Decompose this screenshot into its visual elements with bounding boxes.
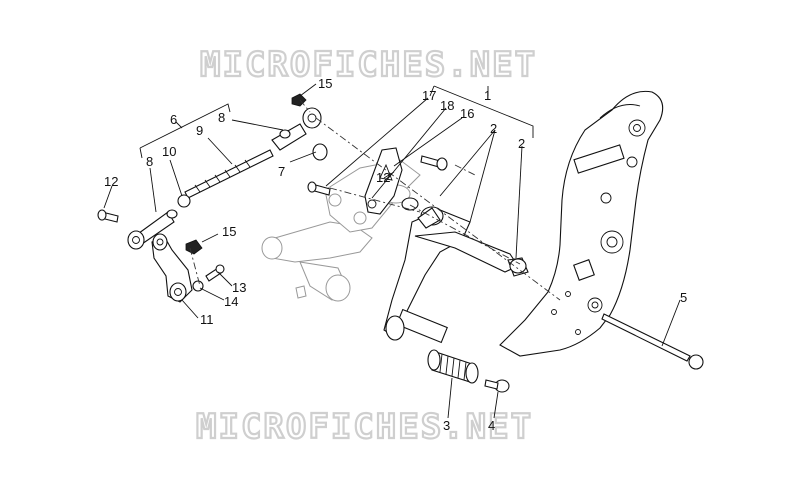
nuts-15 [185, 93, 307, 255]
callout-3: 3 [443, 418, 450, 433]
callout-2b: 2 [518, 136, 525, 151]
mount-bracket [307, 143, 448, 215]
callout-17: 17 [422, 88, 436, 103]
callout-14: 14 [224, 294, 238, 309]
callout-13: 13 [232, 280, 246, 295]
assembly-lines [189, 99, 561, 301]
callout-10: 10 [162, 144, 176, 159]
callout-12b: 12 [376, 170, 390, 185]
callout-8a: 8 [218, 110, 225, 125]
footrest-ghost [261, 221, 373, 302]
callout-5: 5 [680, 290, 687, 305]
pivot-bushings [401, 197, 529, 277]
frame-plate [499, 90, 664, 357]
callout-2a: 2 [490, 121, 497, 136]
leader-lines [103, 83, 681, 419]
linkage-rod [97, 107, 322, 250]
callout-12a: 12 [104, 174, 118, 189]
watermark-top: MICROFICHES.NET [200, 45, 537, 85]
callout-9: 9 [196, 123, 203, 138]
callout-15a: 15 [318, 76, 332, 91]
foot-peg-rubber [427, 349, 479, 384]
callout-11: 11 [200, 312, 214, 327]
callout-15b: 15 [222, 224, 236, 239]
callout-1: 1 [484, 88, 491, 103]
callout-18: 18 [440, 98, 454, 113]
callout-7: 7 [278, 164, 285, 179]
callout-numbers: 1 2 2 3 4 5 6 7 8 8 9 10 11 12 12 13 14 … [104, 76, 687, 433]
callout-16: 16 [460, 106, 474, 121]
watermark-bottom: MICROFICHES.NET [196, 407, 533, 447]
callout-4: 4 [488, 418, 495, 433]
long-bolt [601, 313, 704, 370]
callout-6: 6 [170, 112, 177, 127]
small-lever [151, 233, 225, 303]
screw-4 [484, 379, 510, 393]
callout-8b: 8 [146, 154, 153, 169]
